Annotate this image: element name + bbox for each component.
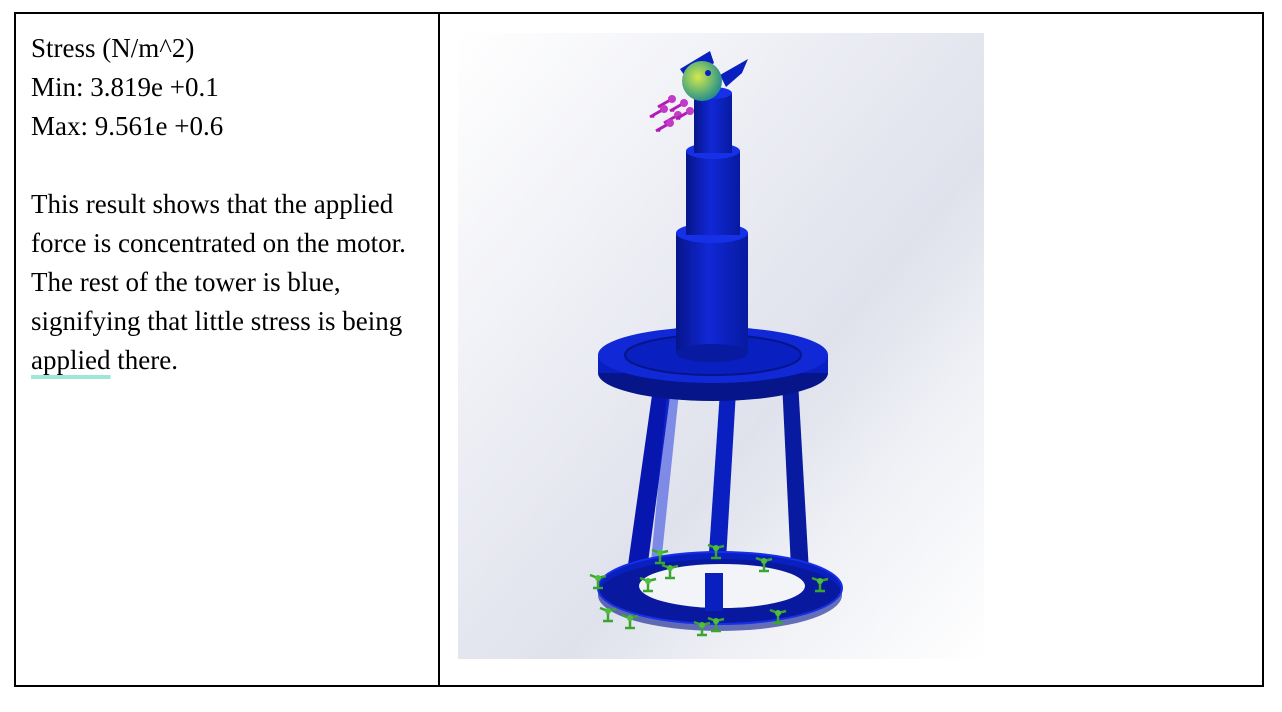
stress-units-label: Stress (N/m^2) [31,33,195,63]
description-end: there. [110,345,178,375]
motor-assembly [680,51,748,101]
result-table: Stress (N/m^2) Min: 3.819e +0.1 Max: 9.5… [14,12,1264,687]
tower-middle-column [686,143,740,235]
stress-min-value: Min: 3.819e +0.1 [31,72,219,102]
result-description: This result shows that the applied force… [31,185,431,380]
spellcheck-word[interactable]: applied [31,345,111,375]
stress-plot-render [458,33,984,659]
description-text: This result shows that the applied force… [31,189,406,336]
result-text-cell: Stress (N/m^2) Min: 3.819e +0.1 Max: 9.5… [16,14,440,685]
stress-max-value: Max: 9.561e +0.6 [31,111,224,141]
tower-lower-column [676,223,748,362]
result-image-cell [440,14,1262,685]
tower-legs [624,381,810,611]
